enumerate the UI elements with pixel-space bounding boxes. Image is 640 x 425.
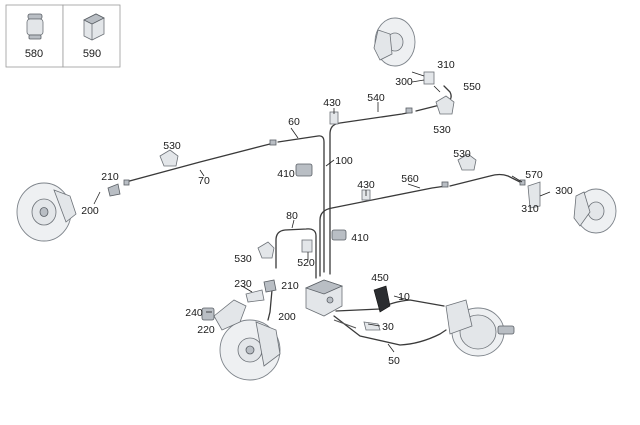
front-right-brake-disc[interactable] bbox=[373, 17, 416, 67]
callout-50: 50 bbox=[388, 355, 400, 367]
callout-570: 570 bbox=[525, 169, 543, 181]
leader-lines bbox=[93, 71, 551, 353]
callout-300-right: 300 bbox=[555, 185, 573, 197]
callout-430-mid: 430 bbox=[357, 179, 375, 191]
callout-60: 60 bbox=[288, 116, 300, 128]
callout-10: 10 bbox=[398, 291, 410, 303]
callout-210-mid: 210 bbox=[281, 280, 299, 292]
callout-530-bottom: 530 bbox=[234, 253, 252, 265]
callout-100: 100 bbox=[335, 155, 353, 167]
front-left-brake-disc[interactable] bbox=[16, 182, 77, 242]
hex-nut-icon bbox=[83, 13, 105, 41]
callout-310-right: 310 bbox=[521, 203, 539, 215]
sensor-450[interactable] bbox=[373, 285, 391, 313]
bracket-230[interactable] bbox=[245, 289, 265, 303]
inset-label-580: 580 bbox=[25, 48, 43, 60]
inset-label-590: 590 bbox=[83, 48, 101, 60]
callout-540: 540 bbox=[367, 92, 385, 104]
callout-410-mid: 410 bbox=[351, 232, 369, 244]
callout-550: 550 bbox=[463, 81, 481, 93]
callout-530-left: 530 bbox=[163, 140, 181, 152]
brake-booster[interactable] bbox=[445, 299, 515, 357]
inset-box-580[interactable]: 580 bbox=[5, 4, 64, 68]
brake-shield[interactable] bbox=[201, 299, 247, 331]
callout-530-top: 530 bbox=[433, 124, 451, 136]
callout-80: 80 bbox=[286, 210, 298, 222]
bushing-icon bbox=[26, 13, 44, 40]
callout-30: 30 bbox=[382, 321, 394, 333]
callout-labels: 60 530 70 210 200 430 540 100 410 300 31… bbox=[81, 59, 573, 367]
callout-200-left: 200 bbox=[81, 205, 99, 217]
callout-310-top: 310 bbox=[437, 59, 455, 71]
callout-560: 560 bbox=[401, 173, 419, 185]
callout-220: 220 bbox=[197, 324, 215, 336]
hydraulic-control-unit[interactable] bbox=[304, 279, 344, 317]
rear-left-brake-disc[interactable] bbox=[219, 319, 281, 381]
callout-530-right: 530 bbox=[453, 148, 471, 160]
inset-box-590[interactable]: 590 bbox=[62, 4, 121, 68]
callout-210-left: 210 bbox=[101, 171, 119, 183]
rear-right-brake-disc[interactable] bbox=[573, 188, 617, 234]
callout-300-top: 300 bbox=[395, 76, 413, 88]
callout-410-top: 410 bbox=[277, 168, 295, 180]
callout-450: 450 bbox=[371, 272, 389, 284]
callout-430-top: 430 bbox=[323, 97, 341, 109]
callout-70: 70 bbox=[198, 175, 210, 187]
callout-240: 240 bbox=[185, 307, 203, 319]
callout-200-bottom: 200 bbox=[278, 311, 296, 323]
callout-520: 520 bbox=[297, 257, 315, 269]
callout-230: 230 bbox=[234, 278, 252, 290]
